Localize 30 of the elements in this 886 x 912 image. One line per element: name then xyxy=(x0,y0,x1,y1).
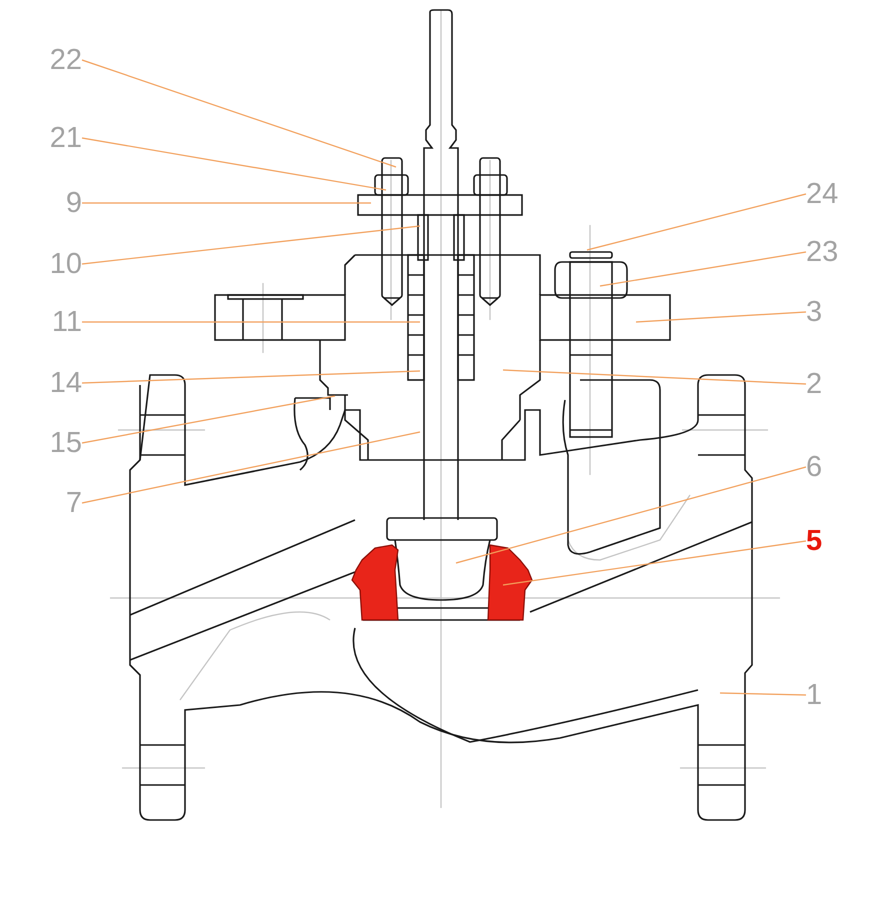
callout-number: 1 xyxy=(806,678,866,712)
callout-number: 2 xyxy=(806,367,866,401)
leader-line xyxy=(600,251,806,287)
callout-number: 3 xyxy=(806,295,866,329)
leader-line xyxy=(82,395,336,444)
callout-number: 22 xyxy=(22,43,82,77)
callout-number: 11 xyxy=(22,305,82,339)
leader-line xyxy=(82,431,420,504)
leader-line xyxy=(502,369,806,385)
leader-line xyxy=(586,193,806,251)
leader-line xyxy=(82,202,371,204)
callout-number: 24 xyxy=(806,177,866,211)
callout-number: 21 xyxy=(22,121,82,155)
leader-line xyxy=(456,466,806,564)
callout-number: 9 xyxy=(22,186,82,220)
leader-line xyxy=(82,225,420,265)
leader-line xyxy=(502,540,806,586)
callout-number: 7 xyxy=(22,486,82,520)
callout-number: 14 xyxy=(22,366,82,400)
callout-number: 6 xyxy=(806,450,866,484)
callout-number: 10 xyxy=(22,247,82,281)
leader-line xyxy=(82,59,396,168)
callout-number: 5 xyxy=(806,524,866,558)
leader-line xyxy=(636,311,806,323)
leader-line xyxy=(82,321,420,323)
callout-number: 23 xyxy=(806,235,866,269)
leader-line xyxy=(720,692,806,696)
leader-line xyxy=(82,370,420,384)
leader-line xyxy=(82,137,386,191)
callout-number: 15 xyxy=(22,426,82,460)
